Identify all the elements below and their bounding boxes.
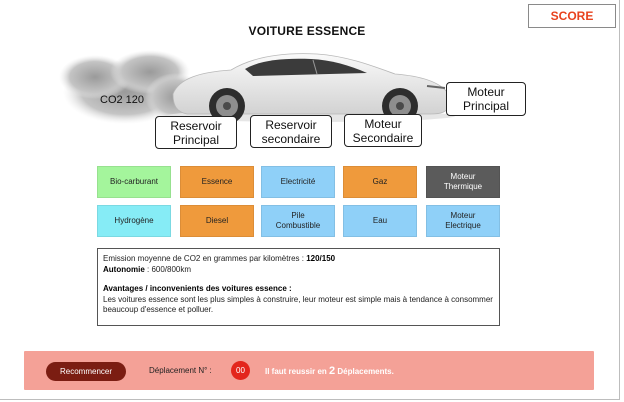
slot-label-line2: Principal <box>172 132 219 147</box>
tile-gaz[interactable]: Gaz <box>343 166 417 198</box>
slot-label-line1: Reservoir <box>265 117 317 132</box>
tile-label-line1: Moteur <box>450 172 476 181</box>
tile-label: Electricité <box>280 177 316 186</box>
autonomy-line: Autonomie : 600/800km <box>103 265 494 276</box>
smoke-cloud <box>59 50 205 124</box>
score-button[interactable]: SCORE <box>528 4 616 28</box>
slot-label-line1: Moteur <box>364 116 402 131</box>
bottom-bar: Recommencer Déplacement N° : 00 Il faut … <box>24 351 594 390</box>
emission-label: CO2 120 <box>100 94 145 106</box>
autonomy-value: : 600/800km <box>144 264 192 274</box>
info-panel: Emission moyenne de CO2 en grammes par k… <box>97 248 500 326</box>
tile-diesel[interactable]: Diesel <box>180 205 254 237</box>
emission-text: Emission moyenne de CO2 en grammes par k… <box>103 254 307 263</box>
tile-bio-carburant[interactable]: Bio-carburant <box>97 166 171 198</box>
goal-text: Il faut reussir en 2 Déplacements. <box>265 365 394 377</box>
tile-label: Bio-carburant <box>109 177 159 186</box>
tile-essence[interactable]: Essence <box>180 166 254 198</box>
tile-label-line2: Thermique <box>443 182 483 191</box>
goal-suffix: Déplacements. <box>335 367 394 376</box>
tile-label: Gaz <box>372 177 388 186</box>
tile-label-line2: Electrique <box>445 221 481 230</box>
tile-label: Hydrogène <box>114 216 154 225</box>
moves-counter: 00 <box>231 361 250 380</box>
emission-value: 120/150 <box>306 254 336 263</box>
car-scene <box>59 50 455 124</box>
slot-label-line1: Reservoir <box>170 118 222 133</box>
restart-button[interactable]: Recommencer <box>46 362 126 381</box>
tile-label-line1: Moteur <box>450 211 476 220</box>
tile-label-line2: Combustible <box>275 221 321 230</box>
pros-cons-text: Les voitures essence sont les plus simpl… <box>103 294 493 315</box>
moves-label: Déplacement N° : <box>149 366 212 375</box>
slot-label-line2: Principal <box>462 99 510 113</box>
slot-label-line2: secondaire <box>261 131 321 146</box>
goal-number: 2 <box>329 365 336 377</box>
autonomy-label: Autonomie <box>103 264 145 274</box>
tile-eau[interactable]: Eau <box>343 205 417 237</box>
emission-line: Emission moyenne de CO2 en grammes par k… <box>103 254 494 265</box>
tile-electricite[interactable]: Electricité <box>261 166 335 198</box>
tile-hydrogene[interactable]: Hydrogène <box>97 205 171 237</box>
page-title: VOITURE ESSENCE <box>248 24 366 38</box>
slot-label-line1: Moteur <box>467 85 505 99</box>
tile-label: Diesel <box>205 216 229 225</box>
goal-prefix: Il faut reussir en <box>265 367 330 376</box>
pros-cons-title: Avantages / inconvenients des voitures e… <box>103 284 292 293</box>
car-image <box>165 53 455 124</box>
tile-label: Essence <box>201 177 233 186</box>
tile-label: Eau <box>372 216 388 225</box>
slot-label-line2: Secondaire <box>352 130 414 145</box>
tile-label-line1: Pile <box>291 211 305 220</box>
